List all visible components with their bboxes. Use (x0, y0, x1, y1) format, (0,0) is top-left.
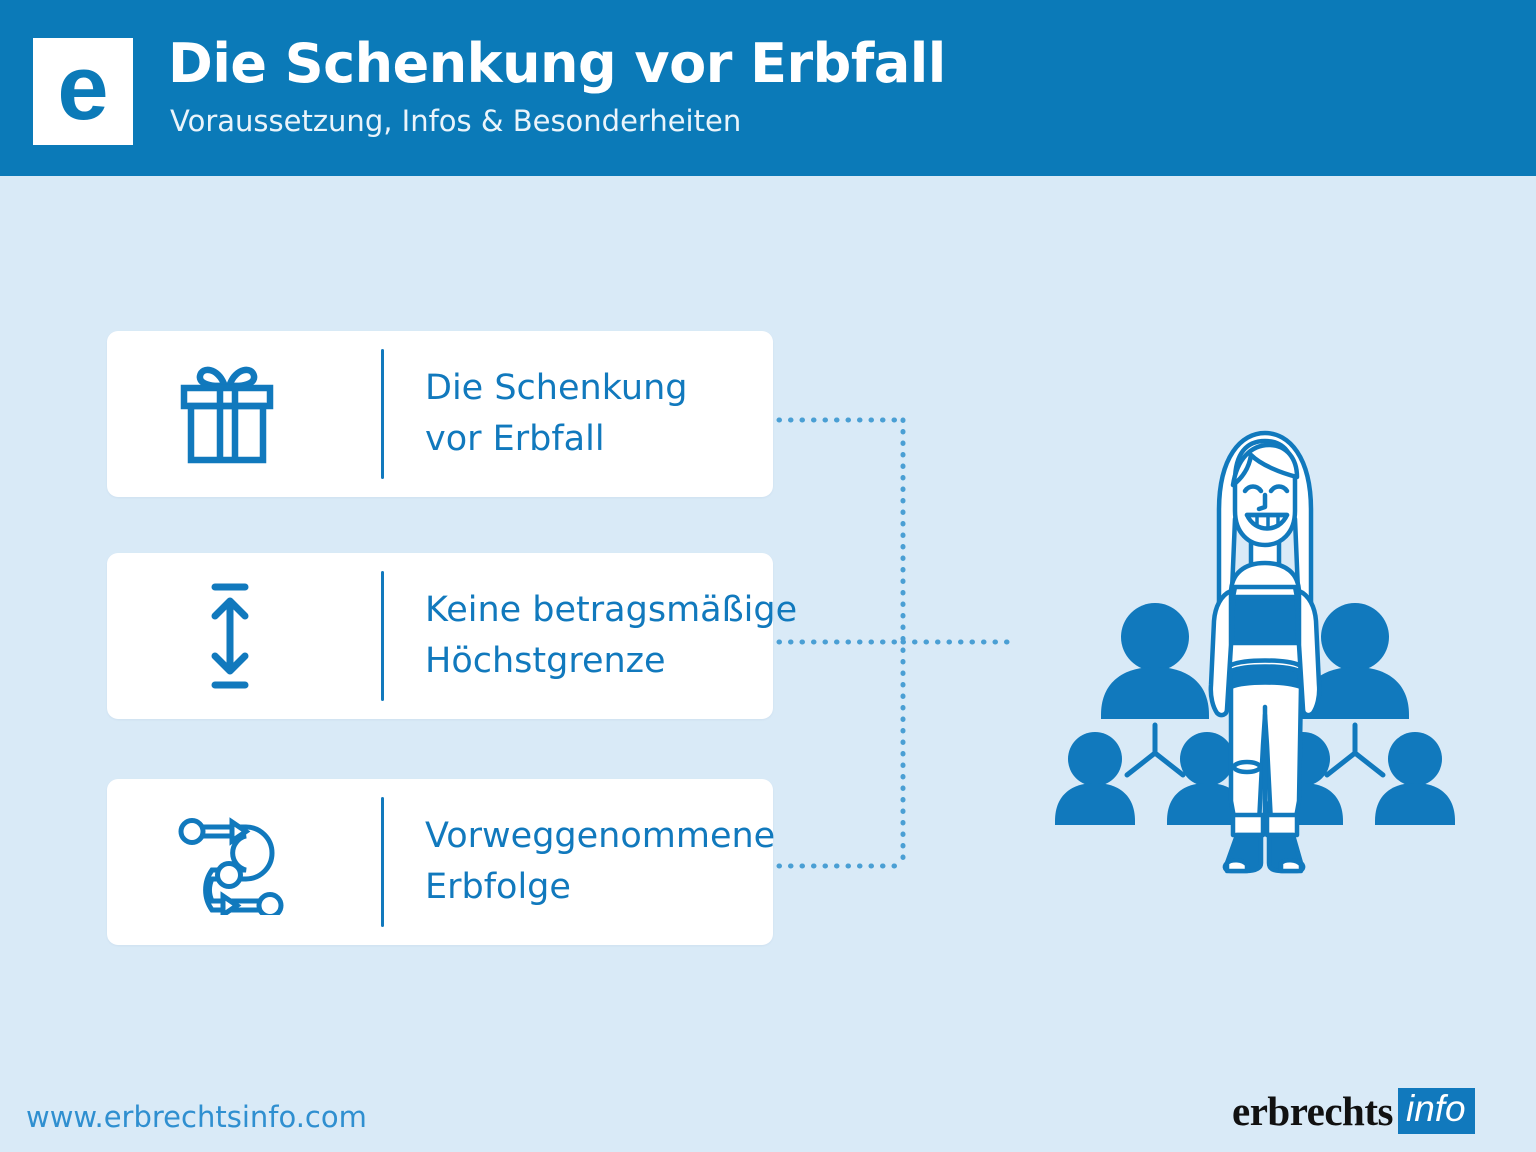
person-silhouette-front-4 (1375, 732, 1455, 825)
card-label-line2: vor Erbfall (425, 419, 605, 459)
card-erbfolge[interactable]: Vorweggenommene Erbfolge (107, 779, 776, 945)
card-divider (381, 349, 384, 479)
logo-letter: e (57, 36, 109, 139)
card-label-line2: Erbfolge (425, 867, 571, 907)
succession-path-icon (135, 779, 325, 945)
person-silhouette-back-left (1101, 603, 1209, 719)
page-title: Die Schenkung vor Erbfall (168, 32, 946, 95)
brand-suffix: info (1397, 1088, 1475, 1134)
gift-box-icon (135, 331, 325, 497)
website-url[interactable]: www.erbrechtsinfo.com (26, 1100, 367, 1134)
person-silhouette-front-2 (1167, 732, 1247, 825)
person-silhouette-back-right (1301, 603, 1409, 719)
brand-logo: erbrechts info (1232, 1087, 1475, 1135)
page-subtitle: Voraussetzung, Infos & Besonderheiten (170, 104, 742, 138)
person-silhouette-front-1 (1055, 732, 1135, 825)
woman-with-family-network-illustration (1055, 415, 1475, 895)
header-bar: e Die Schenkung vor Erbfall Voraussetzun… (0, 0, 1536, 176)
woman-figure (1208, 430, 1322, 874)
brand-name: erbrechts (1232, 1087, 1393, 1134)
card-label-line1: Vorweggenommene (425, 816, 776, 857)
logo-mark: e (33, 38, 133, 145)
card-label-line2: Höchstgrenze (425, 641, 666, 681)
card-divider (381, 797, 384, 927)
card-label: Die Schenkung vor Erbfall (425, 331, 749, 497)
card-schenkung[interactable]: Die Schenkung vor Erbfall (107, 331, 773, 497)
card-label: Vorweggenommene Erbfolge (425, 779, 776, 945)
vertical-double-arrow-icon (135, 553, 325, 719)
card-label-line1: Die Schenkung (425, 368, 688, 409)
card-hoechstgrenze[interactable]: Keine betragsmäßige Höchstgrenze (107, 553, 798, 719)
card-divider (381, 571, 384, 701)
card-label-line1: Keine betragsmäßige (425, 590, 798, 631)
card-label: Keine betragsmäßige Höchstgrenze (425, 553, 798, 719)
